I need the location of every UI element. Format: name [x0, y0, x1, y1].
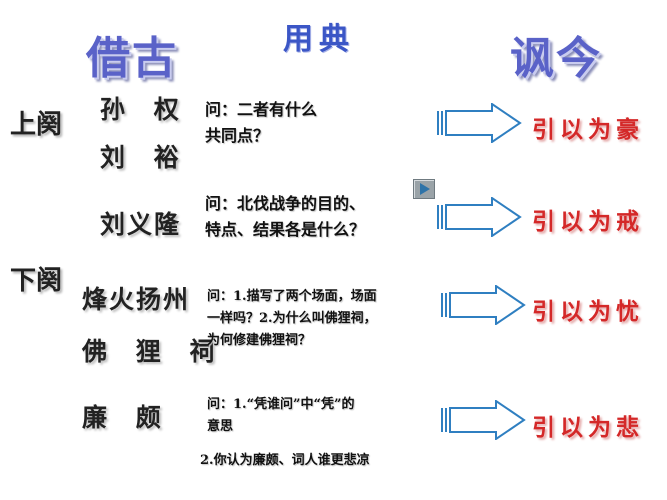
- play-button[interactable]: [413, 179, 435, 199]
- name-foli-ci: 佛 狸 祠: [82, 337, 225, 366]
- question-3-line-3: 为何修建佛狸祠？: [207, 333, 312, 348]
- right-arrow-icon: [437, 103, 522, 143]
- question-1-line-2: 共同点？: [205, 126, 270, 145]
- right-arrow-icon: [437, 197, 522, 237]
- question-4: 问：1.“凭谁问”中“凭”的 意思: [207, 394, 354, 438]
- question-3: 问：1.描写了两个场面，场面 一样吗？2.为什么叫佛狸祠， 为何修建佛狸祠？: [207, 286, 443, 352]
- name-sun-quan: 孙 权: [100, 95, 189, 124]
- question-1-line-1: 问：二者有什么: [205, 100, 318, 119]
- question-1: 问：二者有什么 共同点？: [205, 97, 317, 149]
- title-center: 用典: [283, 22, 355, 57]
- question-2-line-2: 特点、结果各是什么？: [205, 220, 366, 239]
- right-arrow-icon: [441, 285, 526, 325]
- question-4-line-1: 问：1.“凭谁问”中“凭”的: [207, 397, 355, 412]
- question-4-line-2: 意思: [207, 419, 234, 434]
- question-3-line-1: 问：1.描写了两个场面，场面: [207, 289, 377, 304]
- question-3-line-2: 一样吗？2.为什么叫佛狸祠，: [207, 311, 377, 326]
- question-2-line-1: 问：北伐战争的目的、: [205, 194, 366, 213]
- result-1: 引以为豪: [532, 116, 644, 143]
- result-3: 引以为忧: [532, 298, 644, 325]
- section-upper-label: 上阕: [10, 110, 63, 140]
- name-liu-yilong: 刘义隆: [100, 210, 182, 239]
- result-2: 引以为戒: [532, 208, 644, 235]
- play-icon: [420, 183, 430, 195]
- title-left: 借古: [86, 33, 178, 84]
- name-liu-yu: 刘 裕: [100, 143, 189, 172]
- result-4: 引以为悲: [532, 414, 644, 441]
- name-fenghuo-yangzhou: 烽火扬州: [82, 285, 191, 314]
- right-arrow-icon: [441, 400, 526, 440]
- section-lower-label: 下阕: [10, 266, 63, 296]
- question-2: 问：北伐战争的目的、 特点、结果各是什么？: [205, 191, 365, 243]
- title-right: 讽今: [510, 33, 602, 84]
- question-4-extra: 2.你认为廉颇、词人谁更悲凉: [200, 453, 370, 468]
- name-lian-po: 廉 颇: [82, 403, 171, 432]
